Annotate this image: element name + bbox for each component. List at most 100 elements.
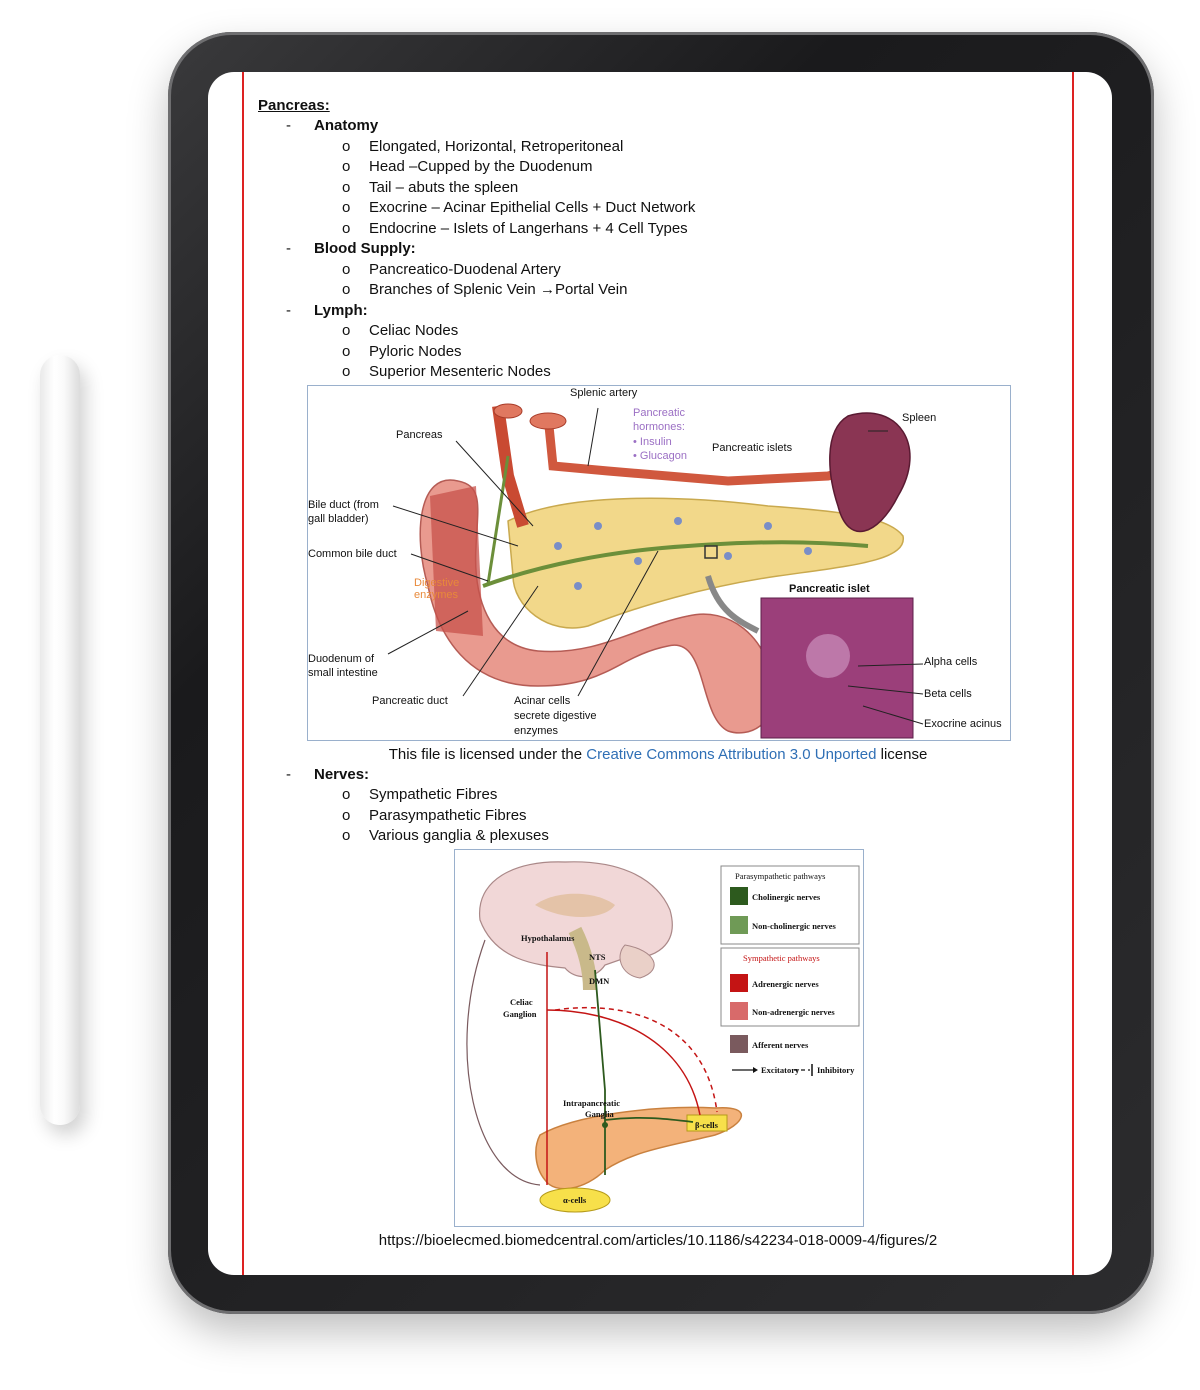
legend-inhibitory: Inhibitory xyxy=(817,1064,855,1075)
list-item: o Tail – abuts the spleen xyxy=(258,178,1068,199)
label-nts: NTS xyxy=(589,951,606,962)
label-acinar-cells: Acinar cells xyxy=(514,694,571,707)
section-blood-supply: - Blood Supply: xyxy=(258,239,1068,260)
legend-adrenergic: Adrenergic nerves xyxy=(752,978,819,989)
left-margin-line xyxy=(242,72,244,1275)
tablet-screen: Pancreas: - Anatomy o Elongated, Horizonta… xyxy=(208,72,1112,1275)
section-heading: Nerves: xyxy=(314,765,370,783)
innervation-diagram xyxy=(466,860,860,1212)
bullet-icon: o xyxy=(342,322,351,339)
item-text: Sympathetic Fibres xyxy=(369,786,498,803)
label-bile-duct: gall bladder) xyxy=(308,512,369,525)
dash-bullet: - xyxy=(286,301,291,319)
pancreas-illustration xyxy=(387,403,924,738)
label-insulin: • Insulin xyxy=(633,435,672,448)
bullet-icon: o xyxy=(342,219,351,237)
item-text: Endocrine – Islets of Langerhans + 4 Cel… xyxy=(369,219,688,237)
license-link[interactable]: Creative Commons Attribution 3.0 Unporte… xyxy=(586,745,877,763)
label-digestive-enzymes: Digestive xyxy=(414,576,460,589)
dash-bullet: - xyxy=(286,117,291,134)
label-islet-title: Pancreatic islet xyxy=(789,582,870,595)
caption-text: license xyxy=(876,745,928,763)
dash-bullet: - xyxy=(286,240,291,257)
item-text: Elongated, Horizontal, Retroperitoneal xyxy=(369,137,624,155)
item-text: Parasympathetic Fibres xyxy=(369,806,527,824)
figure-caption: This file is licensed under the Creative… xyxy=(348,745,968,765)
label-pancreatic-islets: Pancreatic islets xyxy=(712,441,793,454)
document-page: Pancreas: - Anatomy o Elongated, Horizonta… xyxy=(258,96,1068,1251)
label-bile-duct: Bile duct (from xyxy=(308,498,379,511)
bullet-icon: o xyxy=(342,806,351,824)
legend-excitatory: Excitatory xyxy=(761,1064,800,1075)
label-beta-cells: β-cells xyxy=(695,1119,718,1130)
label-alpha-cells: α-cells xyxy=(563,1194,587,1205)
item-text: Exocrine – Acinar Epithelial Cells + Duc… xyxy=(369,199,696,216)
item-text: Tail – abuts the spleen xyxy=(369,178,519,196)
label-duodenum: small intestine xyxy=(308,666,378,679)
label-celiac-ganglion: Celiac xyxy=(510,996,533,1007)
label-glucagon: • Glucagon xyxy=(633,449,687,462)
bullet-icon: o xyxy=(342,137,351,155)
label-celiac-ganglion: Ganglion xyxy=(503,1008,537,1019)
bullet-icon: o xyxy=(342,178,351,196)
label-exocrine-acinus: Exocrine acinus xyxy=(924,717,1002,730)
label-alpha-cells: Alpha cells xyxy=(924,655,978,668)
section-heading: Lymph: xyxy=(314,301,368,319)
section-anatomy: - Anatomy xyxy=(258,116,1068,137)
label-dmn: DMN xyxy=(589,975,610,986)
list-item: o Sympathetic Fibres xyxy=(258,785,1068,806)
item-text: Pancreatico-Duodenal Artery xyxy=(369,260,561,278)
item-text: Superior Mesenteric Nodes xyxy=(369,363,551,380)
label-splenic-artery: Splenic artery xyxy=(570,386,638,399)
legend-para-title: Parasympathetic pathways xyxy=(735,870,826,881)
list-item: o Elongated, Horizontal, Retroperitoneal xyxy=(258,137,1068,158)
section-heading: Blood Supply: xyxy=(314,240,416,257)
label-hypothalamus: Hypothalamus xyxy=(521,932,575,943)
label-acinar-cells: secrete digestive xyxy=(514,709,597,722)
section-lymph: - Lymph: xyxy=(258,301,1068,322)
list-item: o Exocrine – Acinar Epithelial Cells + Du… xyxy=(258,198,1068,219)
list-item: o Various ganglia & plexuses xyxy=(258,826,1068,847)
document-title: Pancreas: xyxy=(258,97,330,114)
label-pancreas: Pancreas xyxy=(396,428,443,441)
item-text: Head –Cupped by the Duodenum xyxy=(369,158,593,175)
label-pancreatic-duct: Pancreatic duct xyxy=(372,694,448,707)
caption-text: This file is licensed under the xyxy=(388,745,587,763)
label-spleen: Spleen xyxy=(902,411,937,424)
label-duodenum: Duodenum of xyxy=(308,652,375,665)
bullet-icon: o xyxy=(342,342,351,360)
item-text: Branches of Splenic Vein →Portal Vein xyxy=(369,281,628,298)
section-nerves: - Nerves: xyxy=(258,765,1068,786)
item-text: Various ganglia & plexuses xyxy=(369,827,549,844)
legend-cholinergic: Cholinergic nerves xyxy=(752,891,821,902)
list-item: o Branches of Splenic Vein →Portal Vein xyxy=(258,280,1068,301)
label-common-bile-duct: Common bile duct xyxy=(308,547,397,560)
label-intrapancreatic: Intrapancreatic xyxy=(563,1097,620,1108)
bullet-icon: o xyxy=(342,363,351,380)
pancreas-anatomy-figure: Splenic artery Pancreas Pancreatic hormo… xyxy=(307,384,1011,741)
label-beta-cells: Beta cells xyxy=(924,687,972,700)
label-hormones-title: Pancreatic xyxy=(633,406,685,419)
bullet-icon: o xyxy=(342,786,351,803)
bullet-icon: o xyxy=(342,281,351,298)
dash-bullet: - xyxy=(286,765,291,783)
list-item: o Endocrine – Islets of Langerhans + 4 Ce… xyxy=(258,219,1068,240)
legend-non-adrenergic: Non-adrenergic nerves xyxy=(752,1006,835,1017)
legend-symp-title: Sympathetic pathways xyxy=(743,952,820,963)
bullet-icon: o xyxy=(342,199,351,216)
bullet-icon: o xyxy=(342,827,351,844)
right-margin-line xyxy=(1072,72,1074,1275)
label-acinar-cells: enzymes xyxy=(514,724,559,737)
bullet-icon: o xyxy=(342,158,351,175)
section-heading: Anatomy xyxy=(314,117,379,134)
label-intrapancreatic: Ganglia xyxy=(585,1108,614,1119)
apple-pencil xyxy=(40,355,80,1125)
pancreas-innervation-figure: Parasympathetic pathways Cholinergic ner… xyxy=(454,848,864,1227)
source-url: https://bioelecmed.biomedcentral.com/art… xyxy=(378,1231,938,1249)
list-item: o Superior Mesenteric Nodes xyxy=(258,362,1068,383)
list-item: o Head –Cupped by the Duodenum xyxy=(258,157,1068,178)
legend-non-cholinergic: Non-cholinergic nerves xyxy=(752,920,836,931)
